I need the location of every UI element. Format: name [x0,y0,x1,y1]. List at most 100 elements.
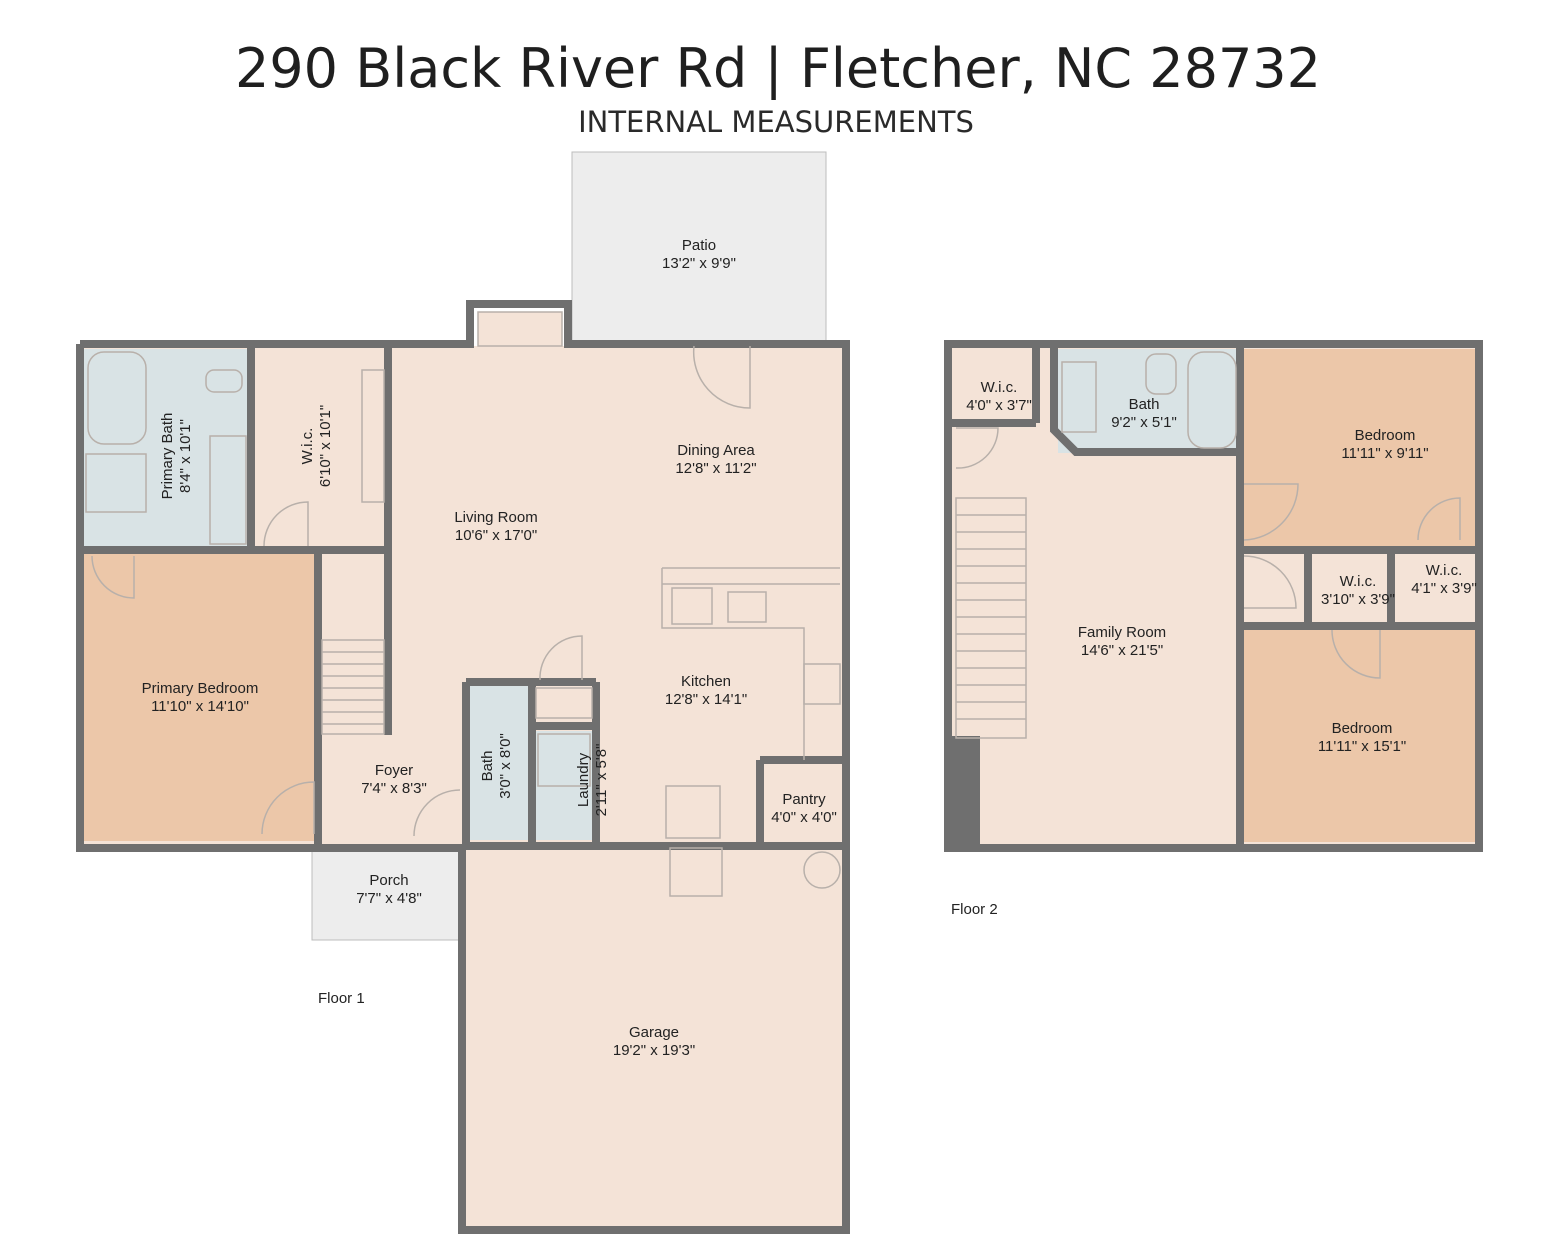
room-name: Patio [682,237,716,254]
floor1-outer-wall [76,300,850,1234]
room-name: Bedroom [1355,427,1416,444]
stairs-2-icon [955,497,1027,739]
wic-2c-label: W.i.c.4'1" x 3'9" [1411,562,1477,597]
dishwasher-icon [671,587,713,625]
bathtub-icon [87,351,147,445]
wic-2a-label: W.i.c.4'0" x 3'7" [966,379,1032,414]
floor-2-label: Floor 2 [951,901,998,918]
room-dimensions: 9'2" x 5'1" [1111,414,1177,431]
sink-icon [727,591,767,623]
room-name: Pantry [782,791,826,808]
vanity-2-icon [1061,361,1097,433]
door-swing-icon [261,781,315,835]
room-name: Bath [479,751,496,782]
fridge-icon [665,785,721,839]
room-dimensions: 3'0" x 8'0" [497,733,514,799]
door-swing-icon [263,501,309,547]
fixtures [85,311,1461,897]
room-name: Laundry [575,752,592,807]
room-name: Family Room [1078,624,1166,641]
door-swing-icon [539,635,583,681]
room-name: Dining Area [677,442,755,459]
room-name: W.i.c. [1340,573,1377,590]
fireplace-icon [477,311,563,347]
room-name: Kitchen [681,673,731,690]
room-name: Bath [1129,396,1160,413]
walls [76,300,1483,1234]
water-heater-icon [669,847,723,897]
door-swing-icon [692,345,751,409]
room-dimensions: 4'0" x 3'7" [966,397,1032,414]
shelf-icon [361,369,385,503]
room-dimensions: 19'2" x 19'3" [613,1042,695,1059]
room-name: W.i.c. [981,379,1018,396]
room-name: Porch [369,872,408,889]
floor-1-label: Floor 1 [318,990,365,1007]
vanity-icon [209,435,247,545]
wic-1-label: W.i.c.6'10" x 10'1" [299,405,334,487]
door-swing-icon [91,555,135,599]
bedroom-2b-floor [1242,626,1475,842]
room-name: W.i.c. [1426,562,1463,579]
wic-2b-label: W.i.c.3'10" x 3'9" [1321,573,1395,608]
door-swing-icon [1243,483,1299,541]
room-dimensions: 13'2" x 9'9" [662,255,736,272]
shower-icon [85,453,147,513]
page-title: 290 Black River Rd | Fletcher, NC 28732 [234,37,1322,100]
room-dimensions: 4'1" x 3'9" [1411,580,1477,597]
page-subtitle: INTERNAL MEASUREMENTS [578,105,974,139]
room-fills [82,151,1477,1226]
garage-floor [466,848,844,1226]
room-dimensions: 7'4" x 8'3" [361,780,427,797]
room-dimensions: 12'8" x 11'2" [675,460,756,477]
bath-floor [468,686,530,840]
floor2-dark-strip [952,736,980,844]
toilet-2-icon [1145,353,1177,395]
toilet-icon [205,369,243,393]
door-swing-icon [413,789,461,837]
room-name: W.i.c. [299,428,316,465]
bath-2-floor [1058,349,1237,453]
room-dimensions: 11'11" x 9'11" [1341,445,1428,462]
bathtub-2-icon [1187,351,1237,449]
stairs-treads-icon [322,651,384,725]
closet-shelf-icon [535,687,593,719]
room-name: Bedroom [1332,720,1393,737]
stairs-icon [321,639,385,735]
room-dimensions: 2'11" x 5'8" [593,744,610,817]
room-dimensions: 6'10" x 10'1" [317,405,334,487]
primary-bedroom-floor [84,553,315,841]
primary-bath-floor [84,349,249,548]
bedroom-2a-floor [1242,349,1475,547]
room-name: Foyer [375,762,413,779]
room-dimensions: 11'10" x 14'10" [151,698,249,715]
room-dimensions: 3'10" x 3'9" [1321,591,1395,608]
floor-labels: Floor 1 Floor 2 [318,901,998,1007]
patio-area [571,151,827,342]
stairs-2-treads-icon [956,514,1026,720]
kitchen-counter-icon [661,567,840,760]
room-name: Primary Bedroom [142,680,259,697]
room-dimensions: 14'6" x 21'5" [1081,642,1163,659]
room-dimensions: 4'0" x 4'0" [771,809,837,826]
washer-icon [537,733,591,787]
stove-icon [803,663,841,705]
room-dimensions: 10'6" x 17'0" [455,527,537,544]
door-swing-icon [955,427,999,469]
door-swing-icon [1331,629,1381,679]
